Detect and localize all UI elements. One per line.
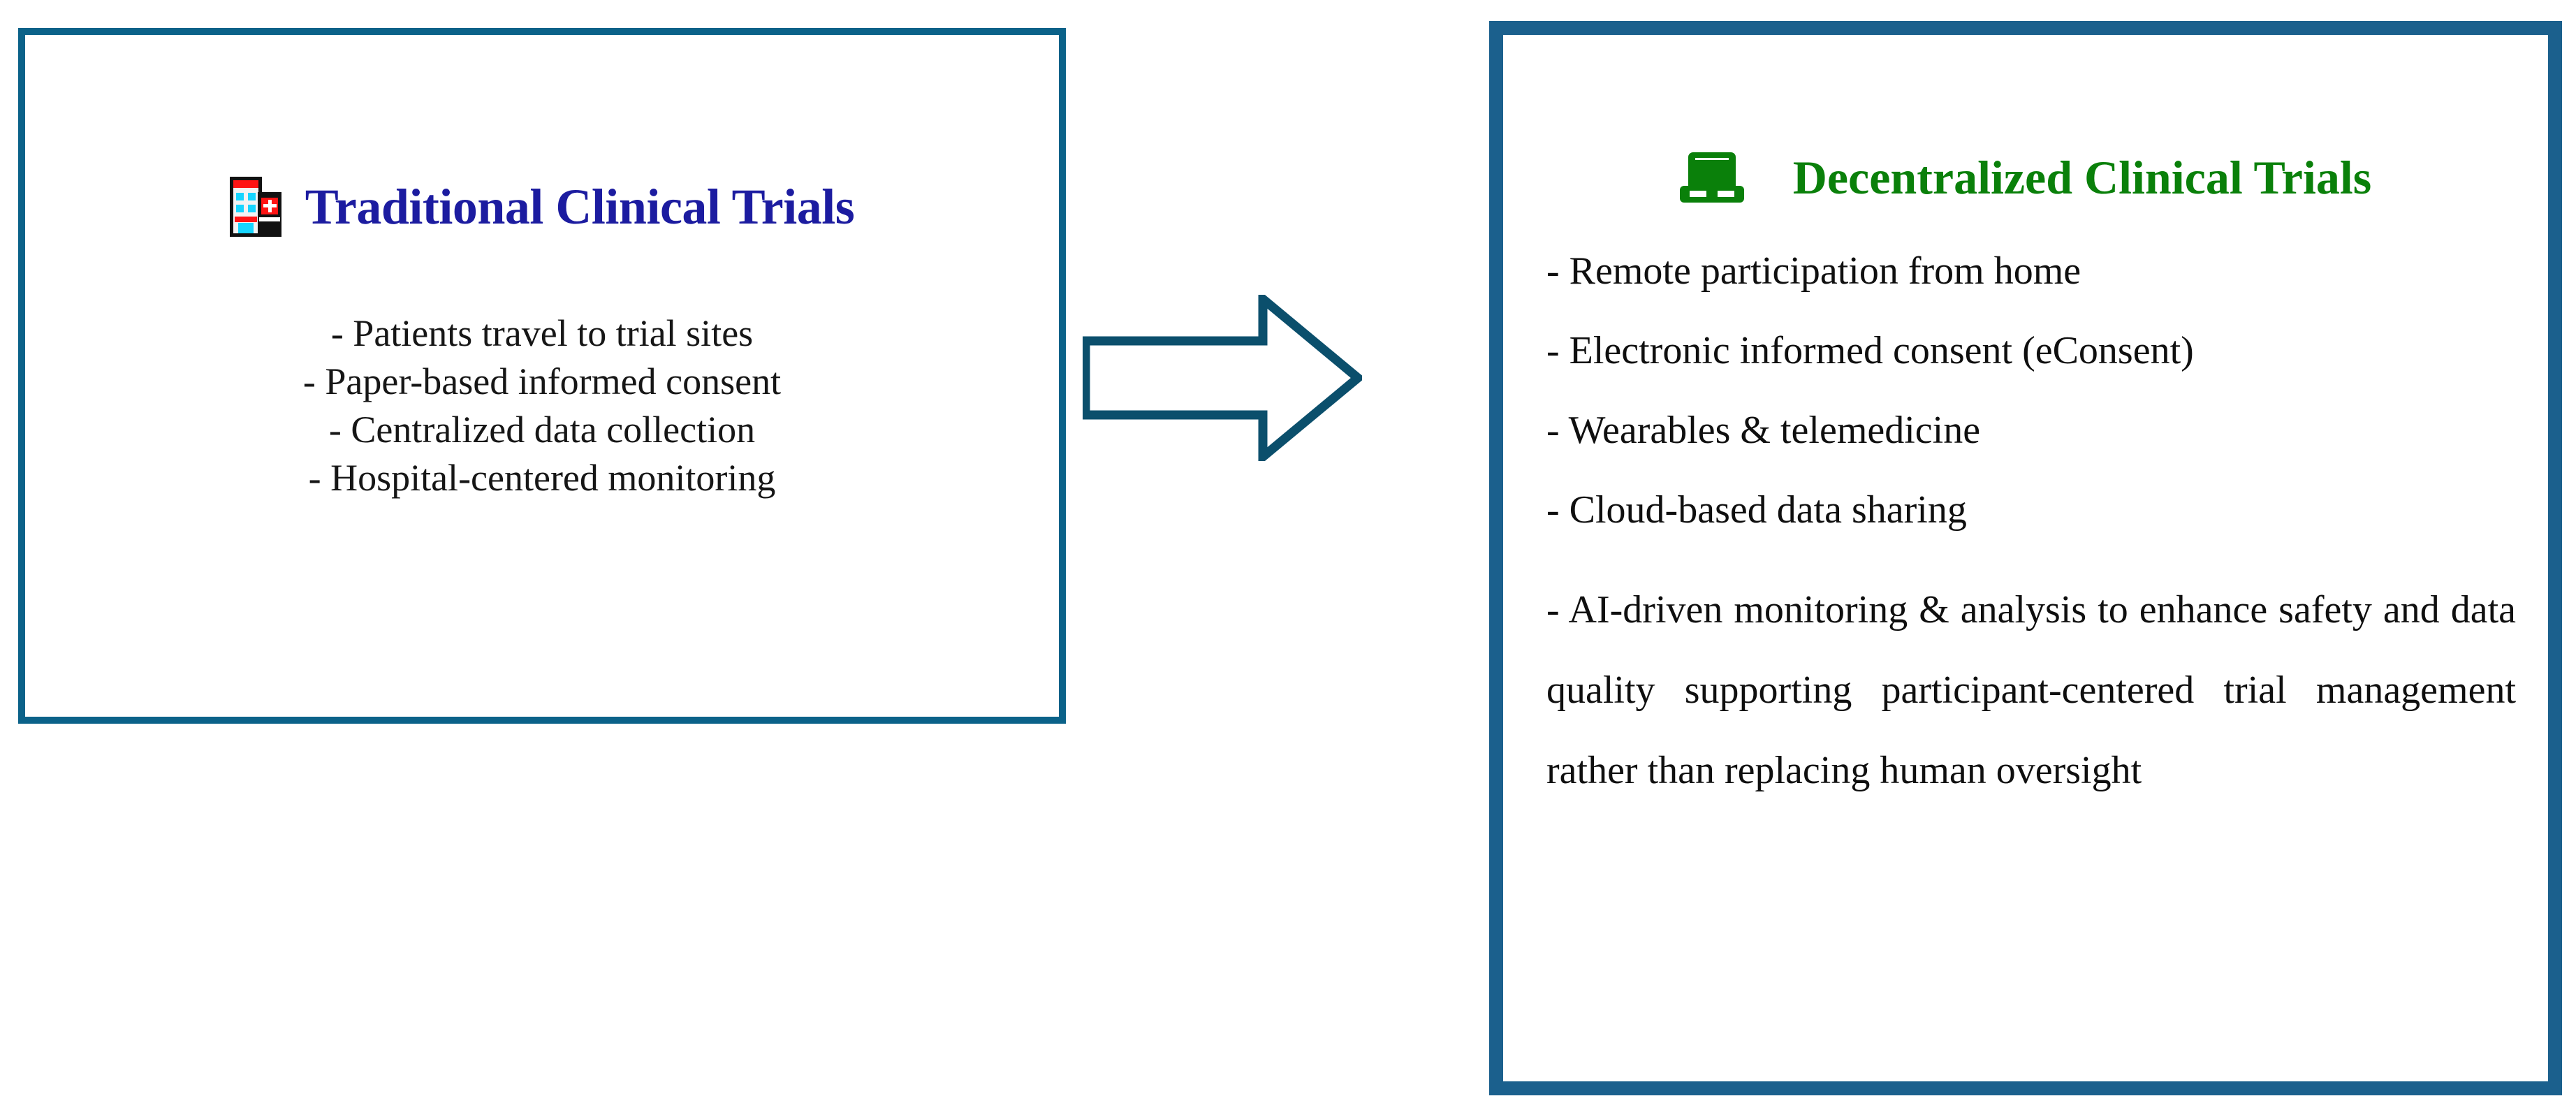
hospital-icon-window <box>235 193 244 200</box>
list-item: - Remote participation from home <box>1546 249 2081 293</box>
list-item: - Paper-based informed consent <box>302 360 782 403</box>
list-item: - Cloud-based data sharing <box>1546 488 1967 532</box>
list-item: - Wearables & telemedicine <box>1546 409 1981 452</box>
traditional-panel-title: Traditional Clinical Trials <box>305 179 855 235</box>
hospital-icon-roof <box>233 180 258 188</box>
list-item: - Electronic informed consent (eConsent) <box>1546 329 2194 372</box>
traditional-clinical-trials-panel: Traditional Clinical Trials - Patients t… <box>18 28 1066 724</box>
hospital-icon-window <box>247 193 256 200</box>
hospital-icon-window <box>235 205 244 212</box>
hospital-icon-window <box>247 205 256 212</box>
list-item: - Centralized data collection <box>328 409 756 451</box>
list-item: - Hospital-centered monitoring <box>308 457 776 499</box>
hospital-icon-wing-stripe <box>258 217 280 221</box>
laptop-icon-screen-highlight <box>1695 158 1729 160</box>
transition-arrow <box>1081 289 1366 467</box>
hospital-icon <box>229 177 281 237</box>
right-block-arrow-icon <box>1081 289 1366 467</box>
decentralized-clinical-trials-panel: Decentralized Clinical Trials - Remote p… <box>1489 21 2562 1095</box>
laptop-icon-trackpad <box>1706 191 1718 197</box>
ai-monitoring-paragraph: - AI-driven monitoring & analysis to enh… <box>1546 588 2516 792</box>
traditional-panel-header: Traditional Clinical Trials <box>27 177 1057 237</box>
list-item: - Patients travel to trial sites <box>330 312 754 354</box>
traditional-panel-bullet-list: - Patients travel to trial sites - Paper… <box>55 309 1029 502</box>
traditional-panel-inner-frame: Traditional Clinical Trials - Patients t… <box>25 35 1059 717</box>
laptop-icon <box>1679 152 1744 203</box>
hospital-icon-door <box>237 223 254 233</box>
decentralized-panel-body: - Remote participation from home - Elect… <box>1546 251 2516 810</box>
hospital-icon-awning <box>234 217 257 222</box>
decentralized-panel-title: Decentralized Clinical Trials <box>1792 151 2372 204</box>
arrow-shape <box>1081 289 1366 467</box>
decentralized-panel-header: Decentralized Clinical Trials <box>1503 152 2548 203</box>
hospital-icon-cross-horizontal <box>263 204 277 207</box>
